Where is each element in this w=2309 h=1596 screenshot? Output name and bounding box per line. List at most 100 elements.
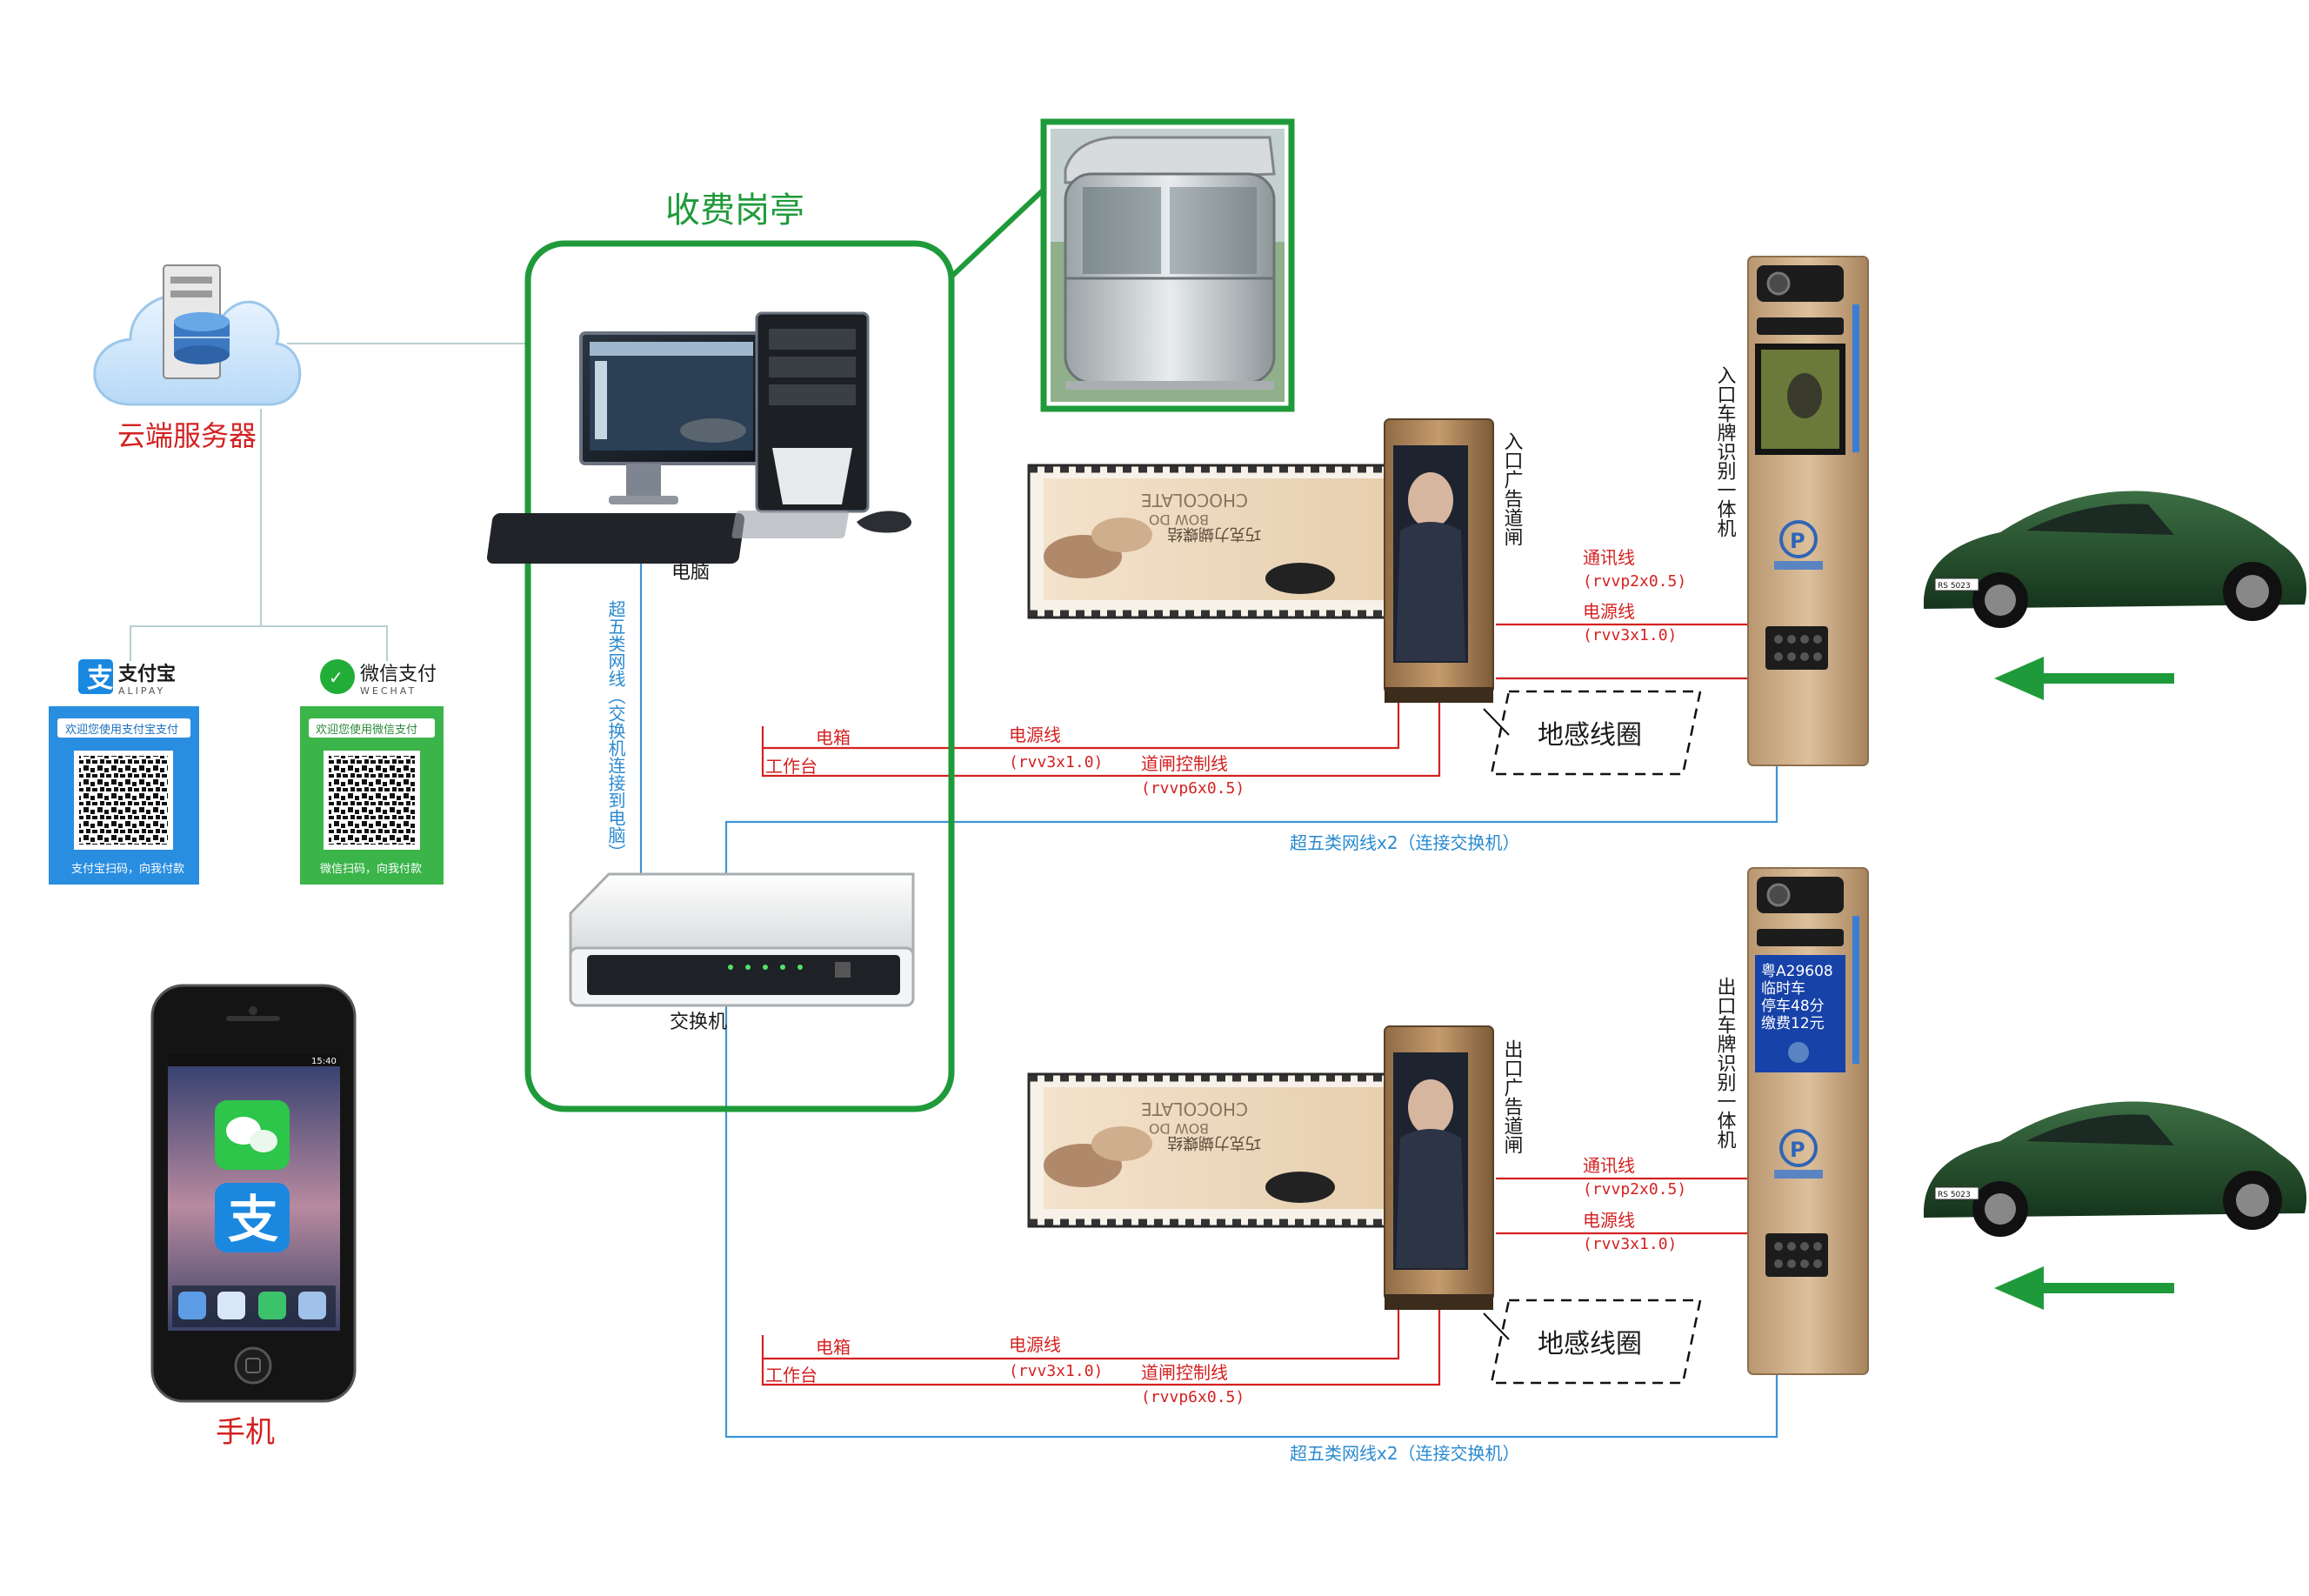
wiring	[130, 343, 1778, 1439]
entry-ad-brand: CHOCOLATE	[1141, 490, 1248, 511]
exit-display-line-4: 缴费12元	[1761, 1015, 1825, 1032]
entry-keypad	[1765, 626, 1828, 670]
exit-gate-ctrl-spec: (rvvp6x0.5)	[1141, 1388, 1245, 1406]
entry-loop-detector: 地感线圈	[1483, 690, 1702, 776]
wechat-brand: 微信支付	[360, 664, 437, 685]
exit-display-line-3: 停车48分	[1761, 998, 1825, 1015]
entry-comm-spec: (rvvp2x0.5)	[1583, 572, 1686, 591]
entry-direction-arrow-icon	[1994, 657, 2174, 700]
exit-display-line-2: 临时车	[1761, 980, 1805, 998]
exit-lpr-power-spec: (rvv3x1.0)	[1583, 1235, 1677, 1253]
wechat-pay-logo-icon	[320, 659, 355, 694]
svg-text:支: 支	[228, 1190, 278, 1249]
server-icon	[163, 264, 230, 379]
exit-comm-line-label: 通讯线	[1583, 1155, 1635, 1176]
exit-direction-arrow-icon	[1994, 1266, 2174, 1310]
exit-parking-icon	[1779, 1129, 1818, 1167]
phone-time: 15:40	[311, 1057, 337, 1066]
entry-lpr-power-spec: (rvv3x1.0)	[1583, 626, 1677, 644]
cat5e-to-pc-label: 超五类网线（交换机连接到电脑）	[605, 600, 626, 861]
entry-loop-label: 地感线圈	[1538, 720, 1642, 751]
computer-label: 电脑	[671, 562, 710, 584]
network-switch: 交换机	[569, 872, 915, 1033]
entry-lpr-label: 入口车牌识别一体机	[1714, 365, 1737, 538]
entry-gate-pillar	[1384, 418, 1494, 703]
exit-gate-pillar	[1384, 1025, 1494, 1310]
exit-lpr-camera: 粤A29608 临时车 停车48分 缴费12元 P	[1747, 867, 1869, 1375]
exit-lpr-label: 出口车牌识别一体机	[1714, 977, 1737, 1149]
wechat-footer: 微信扫码，向我付款	[320, 862, 422, 876]
alipay-app-icon	[215, 1183, 290, 1252]
entry-gate-label: 入口广告道闸	[1501, 431, 1524, 546]
entry-elec-box-label: 电箱	[816, 727, 851, 748]
home-button-icon	[234, 1346, 272, 1385]
entry-parking-icon	[1779, 520, 1818, 558]
entry-power-spec: (rvv3x1.0)	[1009, 753, 1103, 771]
exit-barrier-arm: CHOCOLATE BOW DO 巧克力蝴蝶结	[1027, 1072, 1387, 1228]
entry-ad-slogan: 巧克力蝴蝶结	[1167, 524, 1261, 543]
entry-gate-ctrl-spec: (rvvp6x0.5)	[1141, 779, 1245, 798]
exit-lane: CHOCOLATE BOW DO 巧克力蝴蝶结 出口广告道闸 地感线圈 粤A29…	[765, 867, 2307, 1464]
toll-booth: 收费岗亭	[486, 118, 1295, 1112]
toll-booth-title: 收费岗亭	[665, 190, 804, 230]
entry-gate-ctrl-label: 道闸控制线	[1141, 753, 1228, 774]
wechat-header: 欢迎您使用微信支付	[316, 723, 417, 737]
entry-cat5e-label: 超五类网线x2（连接交换机）	[1290, 832, 1520, 853]
svg-text:P: P	[1790, 1138, 1805, 1162]
exit-keypad	[1765, 1233, 1828, 1277]
cloud-server-label: 云端服务器	[117, 419, 257, 452]
entry-barrier-arm: CHOCOLATE BOW DO 巧克力蝴蝶结	[1027, 464, 1387, 619]
alipay-logo-icon	[78, 659, 113, 694]
entry-car-plate: RS 5023	[1938, 582, 1971, 591]
exit-cat5e-label: 超五类网线x2（连接交换机）	[1290, 1443, 1520, 1464]
exit-gate-label: 出口广告道闸	[1501, 1039, 1524, 1154]
mobile-phone: 15:40 支 手机	[150, 984, 357, 1450]
switch-label: 交换机	[670, 1012, 727, 1033]
keyboard	[486, 513, 745, 564]
exit-elec-box-label: 电箱	[816, 1337, 851, 1358]
exit-lpr-power-label: 电源线	[1583, 1210, 1635, 1231]
phone-label: 手机	[216, 1415, 275, 1450]
exit-camera-lens-icon	[1766, 883, 1791, 907]
svg-text:支: 支	[87, 664, 113, 694]
exit-ad-brand: CHOCOLATE	[1141, 1099, 1248, 1119]
entry-ad-sub: BOW DO	[1149, 511, 1209, 528]
booth-photo	[1040, 118, 1295, 412]
exit-ad-slogan: 巧克力蝴蝶结	[1167, 1133, 1261, 1152]
exit-loop-label: 地感线圈	[1538, 1329, 1642, 1359]
svg-text:✓: ✓	[329, 667, 344, 688]
alipay-qr-code	[74, 751, 173, 850]
exit-gate-ctrl-label: 道闸控制线	[1141, 1362, 1228, 1383]
exit-ad-sub: BOW DO	[1149, 1120, 1209, 1137]
entry-lane: CHOCOLATE BOW DO 巧克力蝴蝶结 入口广告道闸 地感线圈	[765, 256, 2307, 853]
wechat-brand-en: WECHAT	[360, 685, 417, 697]
exit-display-line-1: 粤A29608	[1761, 963, 1833, 980]
exit-loop-detector: 地感线圈	[1483, 1299, 1702, 1385]
exit-car-plate: RS 5023	[1938, 1191, 1971, 1199]
exit-power-spec: (rvv3x1.0)	[1009, 1362, 1103, 1380]
entry-workstation-label: 工作台	[765, 756, 817, 777]
toll-booth-border	[524, 240, 955, 1112]
svg-text:P: P	[1790, 529, 1805, 553]
entry-comm-line-label: 通讯线	[1583, 547, 1635, 568]
computer: 电脑	[486, 311, 911, 584]
entry-power-line-label: 电源线	[1009, 725, 1061, 745]
alipay-header: 欢迎您使用支付宝支付	[65, 723, 178, 737]
entry-car: RS 5023	[1924, 491, 2307, 628]
alipay-stand: 支 支付宝 ALIPAY 欢迎您使用支付宝支付 支付宝扫码，向我付款	[49, 659, 199, 885]
entry-lpr-power-label: 电源线	[1583, 601, 1635, 622]
entry-lpr-camera: P	[1747, 256, 1869, 766]
exit-power-line-label: 电源线	[1009, 1334, 1061, 1355]
entry-camera-lens-icon	[1766, 271, 1791, 296]
wechat-stand: ✓ 微信支付 WECHAT 欢迎您使用微信支付 微信扫码，向我付款	[300, 659, 444, 885]
cloud-server: 云端服务器	[93, 264, 302, 452]
exit-car: RS 5023	[1924, 1101, 2307, 1237]
alipay-brand-en: ALIPAY	[118, 685, 165, 697]
alipay-brand: 支付宝	[118, 663, 176, 685]
alipay-footer: 支付宝扫码，向我付款	[71, 862, 184, 876]
wechat-qr-code	[324, 751, 420, 850]
exit-workstation-label: 工作台	[765, 1365, 817, 1386]
mouse	[857, 511, 911, 533]
exit-comm-spec: (rvvp2x0.5)	[1583, 1180, 1686, 1199]
